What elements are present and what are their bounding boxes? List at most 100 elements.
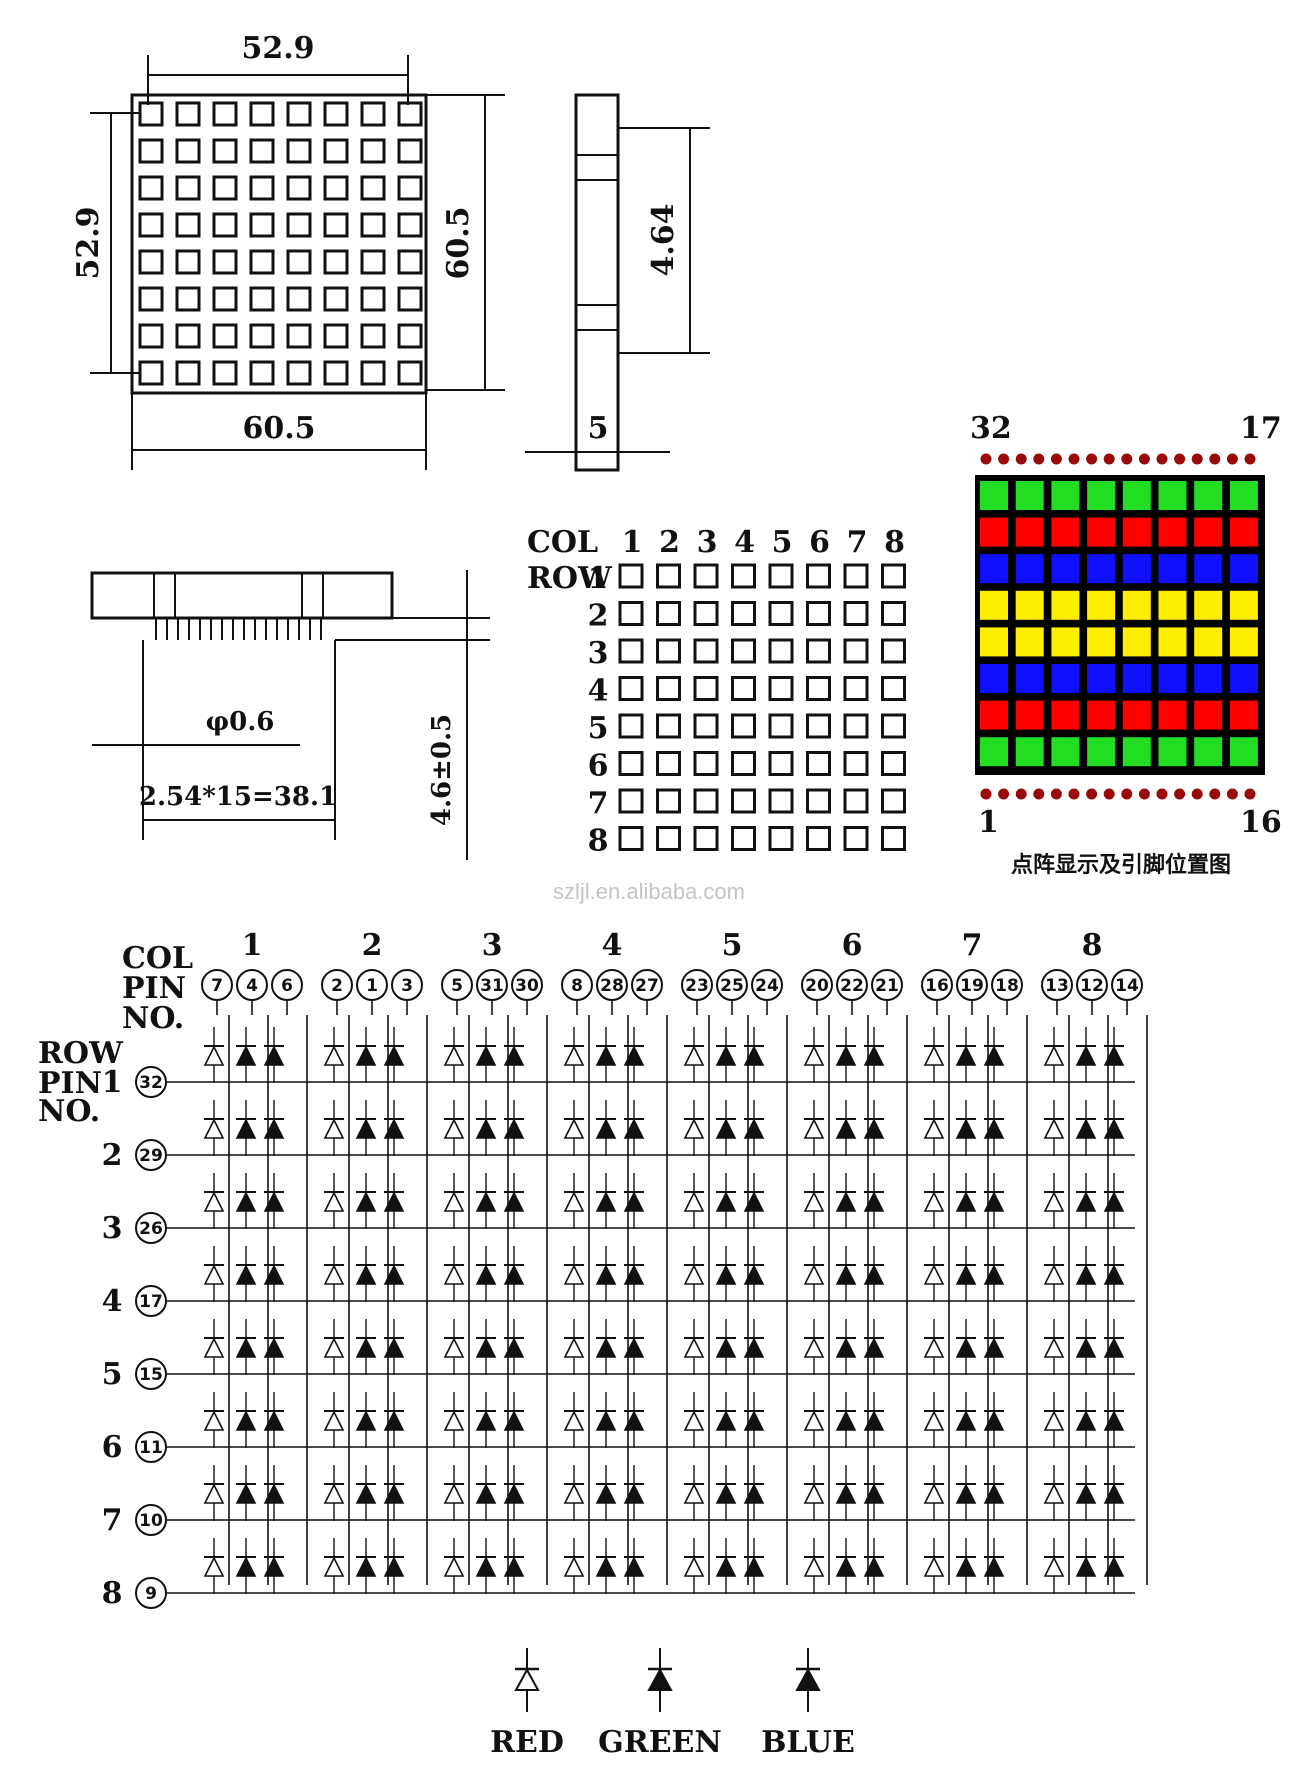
dim-outer-height: 60.5 <box>441 206 476 279</box>
color-led-cell <box>1015 700 1044 730</box>
led-square <box>249 360 275 386</box>
col-pin-number: 3 <box>401 976 413 996</box>
legend-red: RED <box>490 1725 564 1760</box>
led-diode-filled <box>475 1100 497 1156</box>
led-diode-filled <box>595 1027 617 1083</box>
grid-led-square <box>806 826 831 851</box>
color-pin-position-view: 32 17 1 16 点阵显示及引脚位置图 <box>970 411 1282 878</box>
color-led-cell <box>1194 481 1223 510</box>
led-diode-filled <box>475 1319 497 1375</box>
led-square <box>138 175 164 201</box>
led-diode-open <box>803 1027 825 1083</box>
grid-col-number: 3 <box>697 525 718 560</box>
led-diode-open <box>563 1246 585 1302</box>
color-led-cell <box>1051 590 1080 620</box>
led-square <box>360 212 386 238</box>
led-diode-filled <box>263 1100 285 1156</box>
led-diode-filled <box>355 1100 377 1156</box>
led-diode-filled <box>355 1465 377 1521</box>
led-diode-filled <box>955 1538 977 1594</box>
row-pin-number: 26 <box>139 1219 163 1239</box>
led-diode-filled <box>263 1392 285 1448</box>
color-led-cell <box>1194 554 1223 584</box>
schem-no-label: NO. <box>122 1001 184 1036</box>
led-square <box>323 212 349 238</box>
col-pin-number: 25 <box>720 976 744 996</box>
led-diode-filled <box>475 1538 497 1594</box>
col-pin-number: 30 <box>515 976 539 996</box>
grid-led-square <box>806 601 831 626</box>
row-pin-number: 15 <box>139 1365 163 1385</box>
led-diode-open <box>1043 1246 1065 1302</box>
side-body <box>574 93 620 472</box>
color-led-cell <box>1158 627 1187 657</box>
led-diode-filled <box>835 1246 857 1302</box>
led-diode-filled <box>503 1538 525 1594</box>
color-led-cell <box>1229 627 1258 657</box>
led-square <box>138 249 164 275</box>
pin-label-1: 1 <box>978 805 999 840</box>
pin-legs <box>155 618 322 640</box>
top-pin-dot <box>1015 453 1027 465</box>
schem-col-number: 7 <box>962 928 983 963</box>
grid-led-square <box>618 826 644 851</box>
led-diode-open <box>923 1465 945 1521</box>
color-led-cell <box>1229 481 1258 510</box>
color-led-cell <box>1229 737 1258 767</box>
led-diode-filled <box>595 1465 617 1521</box>
grid-row-number: 3 <box>588 636 609 671</box>
grid-led-square <box>768 638 794 664</box>
color-led-cell <box>1158 737 1187 767</box>
color-led-cell <box>1015 737 1044 767</box>
led-diode-filled <box>355 1173 377 1229</box>
bottom-pin-dot <box>1068 788 1080 800</box>
led-diode-filled <box>595 1319 617 1375</box>
led-diode-open <box>683 1319 705 1375</box>
bottom-pin-dot <box>1050 788 1062 800</box>
led-diode-filled <box>863 1246 885 1302</box>
color-led-cell <box>1122 481 1151 510</box>
schem-col-number: 3 <box>482 928 503 963</box>
grid-led-square <box>656 826 681 851</box>
led-diode-filled <box>835 1027 857 1083</box>
led-diode-filled <box>235 1465 257 1521</box>
col-pin-number: 13 <box>1045 976 1069 996</box>
color-led-cell <box>980 700 1008 730</box>
grid-led-square <box>618 788 644 814</box>
col-pin-number: 8 <box>571 976 583 996</box>
led-square <box>212 101 238 127</box>
color-led-cell <box>1122 664 1151 693</box>
led-diode-filled <box>623 1100 645 1156</box>
legend-symbols <box>514 1648 821 1712</box>
grid-led-square <box>618 751 644 776</box>
led-square <box>138 212 164 238</box>
schem-row-number: 6 <box>102 1430 123 1465</box>
grid-led-square <box>806 676 831 701</box>
color-led-cell <box>1087 737 1116 767</box>
led-diode-open <box>323 1100 345 1156</box>
led-diode-filled <box>235 1319 257 1375</box>
color-led-cell <box>1051 700 1080 730</box>
led-diode-open <box>563 1027 585 1083</box>
led-diode-open <box>923 1100 945 1156</box>
led-diode-filled <box>475 1465 497 1521</box>
top-pin-dot <box>1226 453 1238 465</box>
led-diode-open <box>803 1465 825 1521</box>
led-diode-open <box>563 1538 585 1594</box>
module-outline <box>130 93 428 395</box>
schem-row-number: 8 <box>102 1576 123 1611</box>
led-diode-open <box>443 1173 465 1229</box>
led-diode-filled <box>955 1027 977 1083</box>
grid-led-square <box>768 563 794 589</box>
led-diode-open <box>443 1027 465 1083</box>
color-led-cell <box>980 481 1008 510</box>
led-square <box>249 138 275 164</box>
schem-col-label: COL <box>122 941 193 976</box>
led-diode-filled <box>983 1027 1005 1083</box>
led-square <box>138 323 164 349</box>
led-diode-filled <box>1075 1465 1097 1521</box>
